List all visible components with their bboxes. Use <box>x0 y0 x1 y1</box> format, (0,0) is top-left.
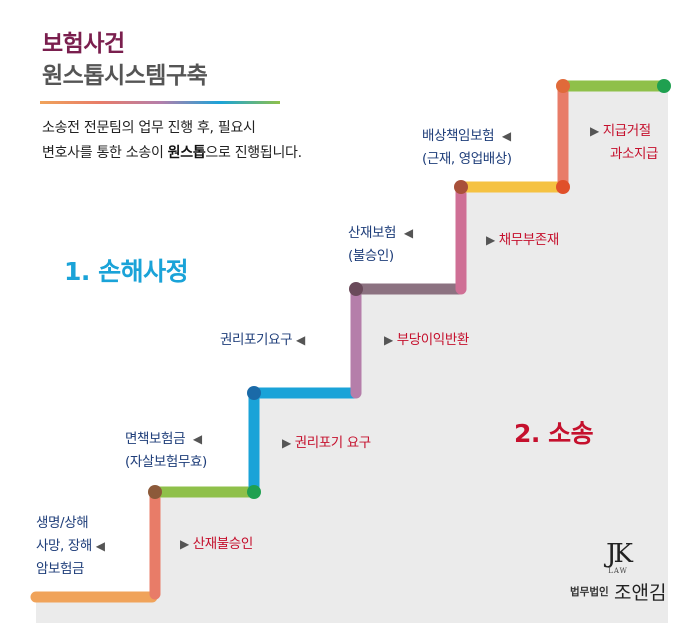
logo-mark: JK <box>606 539 633 569</box>
step1-left-text: 생명/상해 사망, 장해 ◀ 암보험금 <box>36 512 105 581</box>
step3-left-line: 권리포기요구 <box>220 332 293 348</box>
step4-left-line: 산재보험 <box>348 225 397 241</box>
step5-left-line-1: 배상책임보험 ◀ <box>422 125 512 148</box>
left-arrow-icon: ◀ <box>296 333 305 347</box>
step3-right-label: 부당이익반환 <box>396 332 470 348</box>
step4-left-line: (불승인) <box>348 248 394 264</box>
section-label-2: 2. 소송 <box>514 419 594 448</box>
staircase-background <box>36 86 668 623</box>
right-arrow-icon: ▶ <box>590 124 599 138</box>
joint-dot <box>349 282 363 296</box>
step5-left-line: (근재, 영업배상) <box>422 151 512 167</box>
step2-left-line: (자살보험무효) <box>125 454 207 470</box>
intro-text: 소송전 전문팀의 업무 진행 후, 필요시 변호사를 통한 소송이 원스톱으로 … <box>42 116 302 166</box>
intro-line2-post: 으로 진행됩니다. <box>205 145 302 161</box>
step1-left-line: 사망, 장해 <box>36 538 92 554</box>
step5-right-text: ▶ 지급거절 과소지급 <box>590 120 658 166</box>
firm-name: 조앤김 <box>614 582 667 604</box>
step5-left-text: 배상책임보험 ◀ (근재, 영업배상) <box>422 125 512 171</box>
step3-left-text: 권리포기요구 ◀ <box>220 329 305 352</box>
joint-dot <box>247 485 261 499</box>
logo-sub: LAW <box>608 567 628 575</box>
step5-left-line: 배상책임보험 <box>422 128 495 144</box>
intro-line2-bold: 원스톱 <box>167 145 206 161</box>
step1-right-text: ▶ 산재불승인 <box>180 533 253 556</box>
left-arrow-icon: ◀ <box>403 226 413 240</box>
joint-dot <box>556 79 570 93</box>
step1-left-line-2: 사망, 장해 ◀ <box>36 535 105 558</box>
step3-right-text: ▶ 부당이익반환 <box>384 329 469 352</box>
joint-dot <box>556 180 570 194</box>
right-arrow-icon: ▶ <box>282 436 291 450</box>
firm-type: 법무법인 <box>570 586 609 598</box>
intro-line1: 소송전 전문팀의 업무 진행 후, 필요시 <box>42 120 256 136</box>
step5-right-label: 과소지급 <box>610 146 659 162</box>
step2-left-line: 면책보험금 <box>125 431 186 447</box>
step1-left-line: 생명/상해 <box>36 515 89 531</box>
step4-left-text: 산재보험 ◀ (불승인) <box>348 222 413 268</box>
firm-logo: JK LAW <box>598 541 638 575</box>
page-subtitle: 원스톱시스템구축 <box>42 63 208 89</box>
right-arrow-icon: ▶ <box>486 233 495 247</box>
right-arrow-icon: ▶ <box>384 333 393 347</box>
step4-right-text: ▶ 채무부존재 <box>486 229 559 252</box>
left-arrow-icon: ◀ <box>192 432 202 446</box>
step1-left-line: 암보험금 <box>36 561 85 577</box>
page-title: 보험사건 <box>42 31 125 57</box>
joint-dot <box>148 485 162 499</box>
step2-right-text: ▶ 권리포기 요구 <box>282 432 371 455</box>
step2-left-line-1: 면책보험금 ◀ <box>125 428 207 451</box>
section-label-1: 1. 손해사정 <box>64 257 189 286</box>
intro-line2-pre: 변호사를 통한 소송이 <box>42 145 168 161</box>
step2-left-text: 면책보험금 ◀ (자살보험무효) <box>125 428 207 474</box>
joint-dot <box>247 386 261 400</box>
left-arrow-icon: ◀ <box>501 129 511 143</box>
title-divider <box>40 101 280 104</box>
step4-right-label: 채무부존재 <box>498 232 560 248</box>
joint-dot <box>657 79 671 93</box>
step1-right-label: 산재불승인 <box>192 536 254 552</box>
joint-dot <box>454 180 468 194</box>
step5-right-line-1: ▶ 지급거절 <box>590 120 658 143</box>
step2-right-label: 권리포기 요구 <box>294 435 371 451</box>
right-arrow-icon: ▶ <box>180 537 189 551</box>
intro-line2: 변호사를 통한 소송이 원스톱으로 진행됩니다. <box>42 141 302 166</box>
step5-right-label: 지급거절 <box>602 123 651 139</box>
step4-left-line-1: 산재보험 ◀ <box>348 222 413 245</box>
left-arrow-icon: ◀ <box>95 539 105 553</box>
